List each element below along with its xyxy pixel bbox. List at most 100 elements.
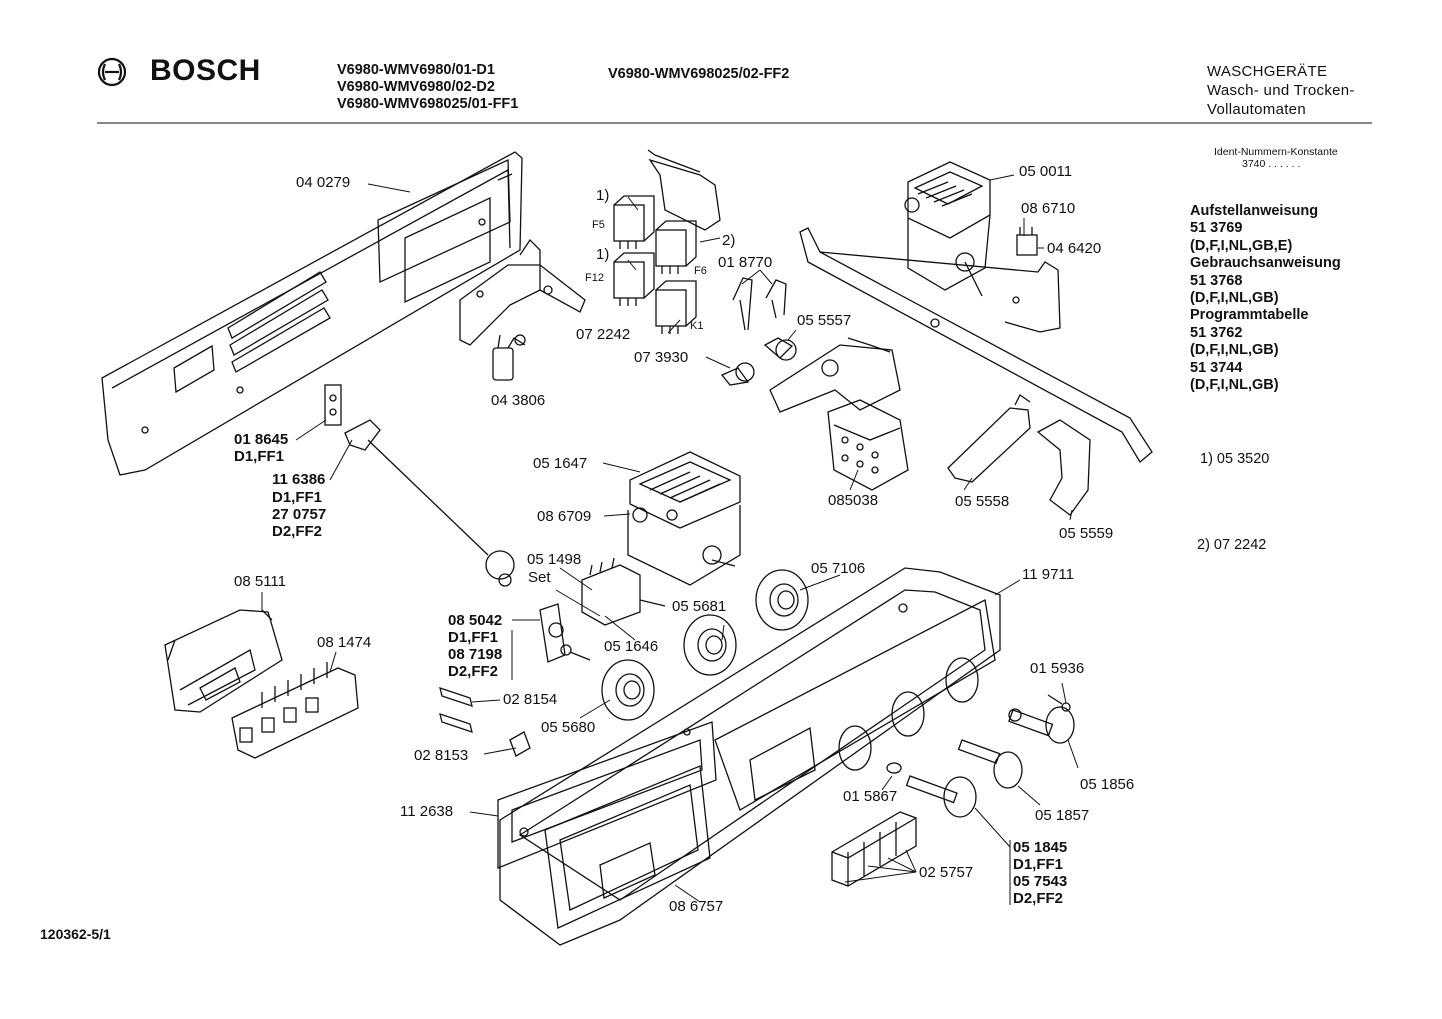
connector-028153-part xyxy=(439,713,531,757)
part-label: F6 xyxy=(694,265,707,277)
timer-switch-part xyxy=(581,557,666,626)
documents-list: Aufstellanweisung 51 3769 (D,F,I,NL,GB,E… xyxy=(1190,203,1341,394)
doc-line: (D,F,I,NL,GB) xyxy=(1190,290,1279,307)
ident-label: Ident-Nummern-Konstante xyxy=(1214,146,1338,158)
part-label: 08 5042 xyxy=(448,612,503,629)
footnote-1: 1) 05 3520 xyxy=(1200,451,1270,467)
doc-line: 51 3744 xyxy=(1190,359,1243,376)
part-label: 11 2638 xyxy=(400,803,454,820)
lamp-holder-part xyxy=(763,337,797,361)
part-label: 01 5867 xyxy=(843,788,898,805)
knob-051845-part xyxy=(905,775,977,818)
doc-line: Gebrauchsanweisung xyxy=(1190,255,1341,272)
part-label: F5 xyxy=(592,219,605,231)
support-plate-part xyxy=(769,337,901,413)
part-label: 08 5111 xyxy=(234,573,286,590)
doc-line: 51 3769 xyxy=(1190,220,1243,237)
brand-name: BOSCH xyxy=(150,54,261,87)
leader-lines xyxy=(261,174,1079,905)
part-label: 1) xyxy=(596,187,610,204)
part-label: 07 3930 xyxy=(634,349,689,366)
part-label: 04 6420 xyxy=(1047,240,1102,257)
doc-line: (D,F,I,NL,GB) xyxy=(1190,377,1279,394)
connector-028154-part xyxy=(439,687,473,707)
water-level-switch-part xyxy=(324,384,515,587)
part-label: Set xyxy=(528,569,551,586)
part-label: 05 1856 xyxy=(1080,776,1135,793)
ident-block: Ident-Nummern-Konstante 3740 . . . . . . xyxy=(1214,146,1338,170)
doc-line: 51 3762 xyxy=(1190,324,1243,341)
part-variant: D2,FF2 xyxy=(448,663,499,680)
relay-f5-part xyxy=(613,195,655,249)
part-label: 04 0279 xyxy=(296,174,351,191)
part-label: 2) xyxy=(722,232,736,249)
part-label: 02 5757 xyxy=(919,864,974,881)
part-label: 01 8645 xyxy=(234,431,289,448)
part-label: 05 7543 xyxy=(1013,873,1068,890)
model-list: V6980-WMV6980/01-D1 V6980-WMV6980/02-D2 … xyxy=(337,62,518,113)
switch-bracket-part xyxy=(647,149,721,231)
part-variant: D1,FF1 xyxy=(448,629,499,646)
part-variant: D2,FF2 xyxy=(272,523,323,540)
part-label: 05 1857 xyxy=(1035,807,1090,824)
front-panel-119711-part xyxy=(499,567,1001,946)
capacitor-part xyxy=(492,334,526,381)
back-panel-part xyxy=(101,151,523,476)
part-label: F12 xyxy=(585,272,604,284)
part-variant: D1,FF1 xyxy=(234,448,285,465)
model-line: V6980-WMV6980/02-D2 xyxy=(337,79,495,95)
category-title: WASCHGERÄTE xyxy=(1207,63,1328,80)
part-label: 05 1498 xyxy=(527,551,582,568)
part-label: 05 5680 xyxy=(541,719,596,736)
ident-value: 3740 . . . . . . xyxy=(1242,158,1301,170)
part-label: 05 5557 xyxy=(797,312,852,329)
part-label: 085038 xyxy=(828,492,879,509)
part-label: 01 5936 xyxy=(1030,660,1085,677)
knob-051856-part xyxy=(1008,706,1075,744)
part-label: 05 1845 xyxy=(1013,839,1068,856)
switch-block-085038-part xyxy=(827,399,909,491)
model-line: V6980-WMV6980/01-D1 xyxy=(337,62,495,78)
connector-strip-081474-part xyxy=(231,662,359,759)
relay-f12-part xyxy=(613,252,655,306)
knob-cap-057106-part xyxy=(755,569,809,631)
doc-line: Programmtabelle xyxy=(1190,307,1309,324)
part-label: 05 1647 xyxy=(533,455,588,472)
part-label: 05 0011 xyxy=(1019,163,1073,180)
category-sub: Wasch- und Trocken- xyxy=(1207,82,1355,99)
part-label: 05 5559 xyxy=(1059,525,1114,542)
doc-line: 51 3768 xyxy=(1190,272,1243,289)
part-label: 08 6757 xyxy=(669,898,724,915)
part-label: 05 5681 xyxy=(672,598,727,615)
part-label: 11 6386 xyxy=(272,471,326,488)
part-label: 08 6709 xyxy=(537,508,592,525)
part-label: 07 2242 xyxy=(576,326,631,343)
potentiometer-part xyxy=(539,603,591,663)
part-label: 01 8770 xyxy=(718,254,773,271)
model-line: V6980-WMV698025/01-FF1 xyxy=(337,96,519,112)
part-variant: D1,FF1 xyxy=(272,489,323,506)
doc-line: (D,F,I,NL,GB) xyxy=(1190,342,1279,359)
cap-015867-part xyxy=(886,762,902,774)
part-label: 11 9711 xyxy=(1022,566,1074,583)
lamp-part xyxy=(720,362,755,386)
relay-k1-part xyxy=(655,280,697,334)
housing-085111-part xyxy=(164,609,283,713)
mount-bracket-part xyxy=(459,238,586,346)
knob-051857-part xyxy=(957,739,1023,789)
small-switch-part xyxy=(1016,227,1038,256)
drawing-number: 120362-5/1 xyxy=(40,926,111,942)
mounting-rail-part xyxy=(799,227,1153,463)
part-label: 04 3806 xyxy=(491,392,546,409)
display-frame-112638-part xyxy=(497,721,717,869)
footnote-2: 2) 07 2242 xyxy=(1197,537,1267,553)
doc-line: (D,F,I,NL,GB,E) xyxy=(1190,237,1293,254)
bosch-logo-icon xyxy=(96,56,128,93)
knob-cap-055681-part xyxy=(683,614,737,676)
part-label: 08 7198 xyxy=(448,646,503,663)
model-line-right: V6980-WMV698025/02-FF2 xyxy=(608,66,790,82)
part-label: 05 7106 xyxy=(811,560,866,577)
part-label: 1) xyxy=(596,246,610,263)
part-variant: D1,FF1 xyxy=(1013,856,1064,873)
category-block: WASCHGERÄTE Wasch- und Trocken- Vollauto… xyxy=(1207,62,1355,119)
